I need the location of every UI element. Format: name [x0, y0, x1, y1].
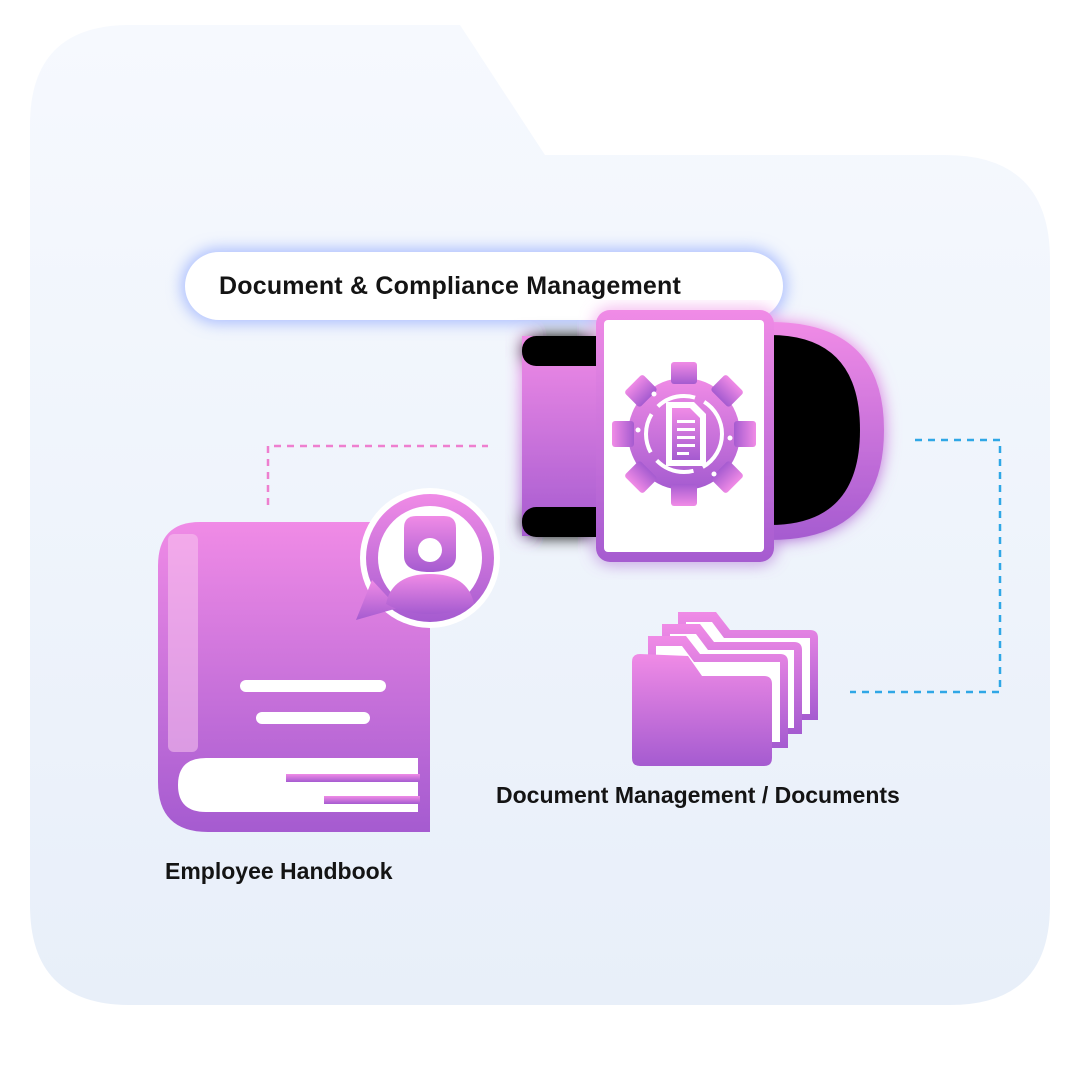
employee-handbook-label: Employee Handbook — [165, 858, 393, 884]
page-title: Document & Compliance Management — [219, 271, 682, 300]
gear-document-icon — [522, 310, 884, 562]
title-pill: Document & Compliance Management — [185, 252, 783, 320]
folders-icon — [632, 612, 818, 766]
book-user-icon — [158, 488, 500, 832]
connector-left — [266, 444, 488, 505]
document-management-label: Document Management / Documents — [496, 782, 900, 808]
connector-right — [850, 438, 1002, 694]
